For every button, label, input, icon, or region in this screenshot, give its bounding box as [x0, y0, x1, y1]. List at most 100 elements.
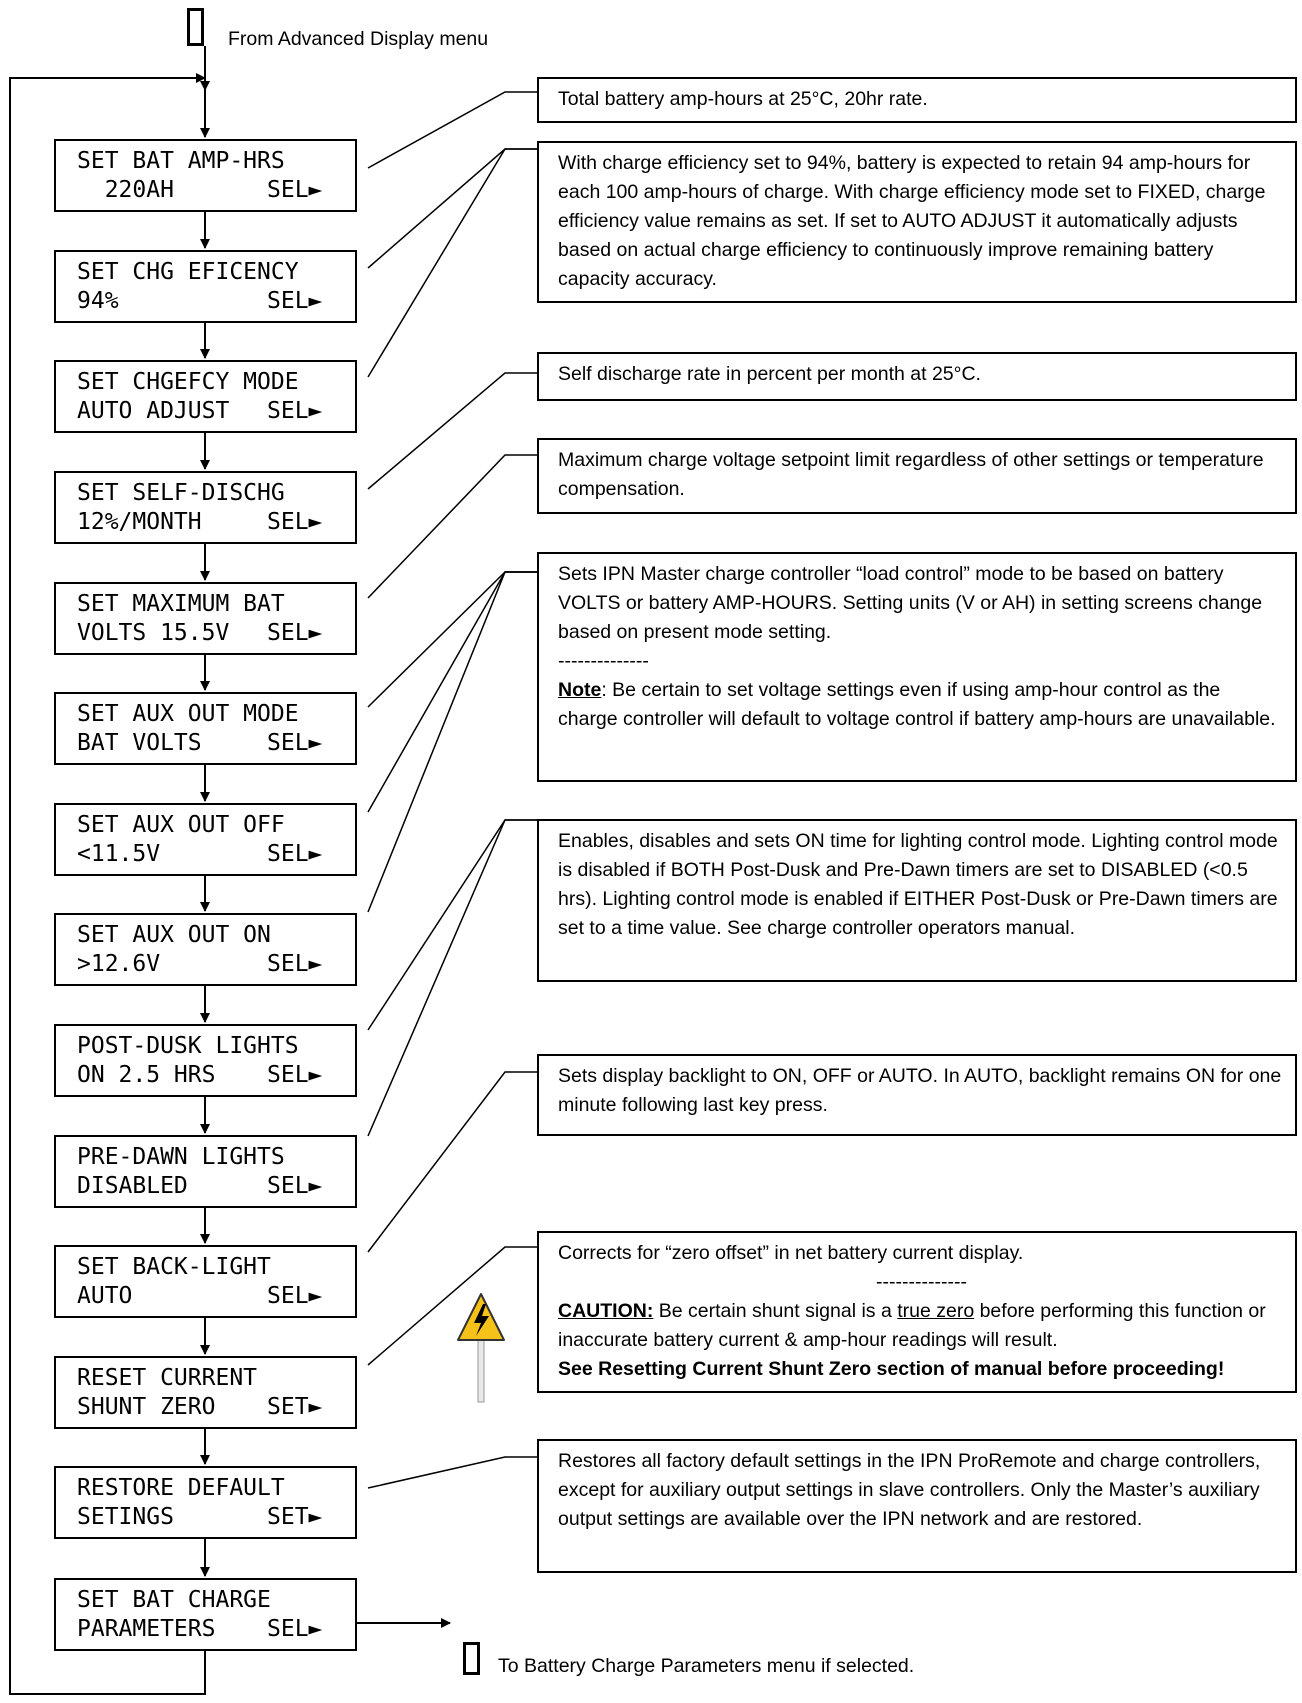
lcd-value: ON 2.5 HRS: [77, 1062, 216, 1088]
lcd-action: SEL►: [267, 620, 323, 646]
desc-shunt-zero-text: Corrects for “zero offset” in net batter…: [558, 1242, 1024, 1264]
lcd-screen: SET AUX OUT ON >12.6V SEL►: [54, 913, 357, 986]
callout-leader: [367, 1246, 537, 1366]
lcd-line-2: BAT VOLTS SEL►: [77, 729, 355, 758]
lcd-line-1: SET BAT CHARGE: [77, 1586, 355, 1615]
lcd-title: SET AUX OUT OFF: [77, 812, 285, 838]
lcd-action: SEL►: [267, 177, 323, 203]
callout-leader: [367, 372, 537, 490]
desc-self-discharge-text: Self discharge rate in percent per month…: [558, 363, 981, 385]
lcd-title: RESET CURRENT: [77, 1365, 258, 1391]
lcd-title: SET AUX OUT MODE: [77, 701, 299, 727]
lcd-title: SET CHG EFICENCY: [77, 259, 299, 285]
lcd-line-2: AUTO ADJUST SEL►: [77, 397, 355, 426]
callout-leader: [367, 571, 537, 913]
callout-leader: [367, 454, 537, 599]
lcd-action: SEL►: [267, 509, 323, 535]
lcd-screen: SET AUX OUT MODE BAT VOLTS SEL►: [54, 692, 357, 765]
lcd-action: SEL►: [267, 1173, 323, 1199]
lcd-title: PRE-DAWN LIGHTS: [77, 1144, 285, 1170]
lcd-line-1: SET AUX OUT MODE: [77, 700, 355, 729]
note-label: Note: [558, 679, 602, 701]
lcd-action: SEL►: [267, 730, 323, 756]
lcd-line-1: SET AUX OUT OFF: [77, 811, 355, 840]
caution-text-a: Be certain shunt signal is a: [653, 1300, 898, 1322]
callout-leader: [367, 571, 537, 708]
desc-max-volts-text: Maximum charge voltage setpoint limit re…: [558, 449, 1264, 500]
entry-terminal: [187, 8, 204, 46]
callout-leader: [367, 1456, 537, 1489]
lcd-line-1: SET CHG EFICENCY: [77, 258, 355, 287]
lcd-value: BAT VOLTS: [77, 730, 202, 756]
lcd-line-2: 94%SEL►: [77, 287, 355, 316]
lcd-line-2: DISABLED SEL►: [77, 1172, 355, 1201]
desc-charge-efficiency: With charge efficiency set to 94%, batte…: [537, 141, 1297, 303]
callout-leader: [367, 148, 537, 378]
desc-max-volts: Maximum charge voltage setpoint limit re…: [537, 438, 1297, 514]
high-voltage-warning-icon: [457, 1293, 505, 1403]
lcd-line-1: SET SELF-DISCHG: [77, 479, 355, 508]
callout-leader: [367, 148, 537, 269]
lcd-line-1: SET BACK-LIGHT: [77, 1253, 355, 1282]
lcd-title: RESTORE DEFAULT: [77, 1475, 285, 1501]
callout-leader: [367, 819, 537, 1031]
desc-aux-out-text: Sets IPN Master charge controller “load …: [558, 563, 1263, 643]
lcd-value: DISABLED: [77, 1173, 188, 1199]
desc-aux-out: Sets IPN Master charge controller “load …: [537, 552, 1297, 782]
callout-leader: [367, 91, 537, 169]
lcd-value: SETINGS: [77, 1504, 174, 1530]
desc-restore-text: Restores all factory default settings in…: [558, 1450, 1261, 1530]
exit-label: To Battery Charge Parameters menu if sel…: [498, 1655, 915, 1677]
lcd-value: AUTO ADJUST: [77, 398, 230, 424]
lcd-line-1: POST-DUSK LIGHTS: [77, 1032, 355, 1061]
entry-label: From Advanced Display menu: [228, 28, 489, 50]
lcd-line-2: >12.6V SEL►: [77, 950, 355, 979]
divider: --------------: [558, 650, 649, 672]
lcd-action: SEL►: [267, 1062, 323, 1088]
lcd-action: SET►: [267, 1394, 323, 1420]
desc-lighting-text: Enables, disables and sets ON time for l…: [558, 830, 1278, 939]
lcd-value: VOLTS 15.5V: [77, 620, 230, 646]
lcd-action: SEL►: [267, 841, 323, 867]
lcd-title: SET BAT AMP-HRS: [77, 148, 285, 174]
lcd-value: 12%/MONTH: [77, 509, 202, 535]
lcd-action: SEL►: [267, 398, 323, 424]
lcd-title: SET AUX OUT ON: [77, 922, 271, 948]
caution-label: CAUTION:: [558, 1300, 654, 1322]
lcd-line-2: 220AH SEL►: [77, 176, 355, 205]
desc-self-discharge: Self discharge rate in percent per month…: [537, 352, 1297, 401]
desc-backlight-text: Sets display backlight to ON, OFF or AUT…: [558, 1065, 1282, 1116]
lcd-line-2: VOLTS 15.5V SEL►: [77, 619, 355, 648]
lcd-value: >12.6V: [77, 951, 161, 977]
desc-backlight: Sets display backlight to ON, OFF or AUT…: [537, 1054, 1297, 1136]
lcd-action: SEL►: [267, 951, 323, 977]
callout-leader: [367, 571, 537, 813]
lcd-line-1: SET AUX OUT ON: [77, 921, 355, 950]
lcd-title: POST-DUSK LIGHTS: [77, 1033, 299, 1059]
lcd-value: 220AH: [77, 177, 174, 203]
desc-amp-hours: Total battery amp-hours at 25°C, 20hr ra…: [537, 77, 1297, 123]
desc-amp-hours-text: Total battery amp-hours at 25°C, 20hr ra…: [558, 88, 928, 110]
callout-leader: [367, 819, 537, 1137]
lcd-screen: SET BAT AMP-HRS 220AH SEL►: [54, 139, 357, 212]
lcd-line-1: RESTORE DEFAULT: [77, 1474, 355, 1503]
bold-warning: See Resetting Current Shunt Zero section…: [558, 1358, 1225, 1380]
divider: --------------: [876, 1271, 967, 1293]
callout-leader: [367, 1071, 537, 1253]
lcd-line-1: SET BAT AMP-HRS: [77, 147, 355, 176]
lcd-title: SET BAT CHARGE: [77, 1587, 271, 1613]
exit-terminal: [463, 1642, 480, 1675]
lcd-line-1: PRE-DAWN LIGHTS: [77, 1143, 355, 1172]
